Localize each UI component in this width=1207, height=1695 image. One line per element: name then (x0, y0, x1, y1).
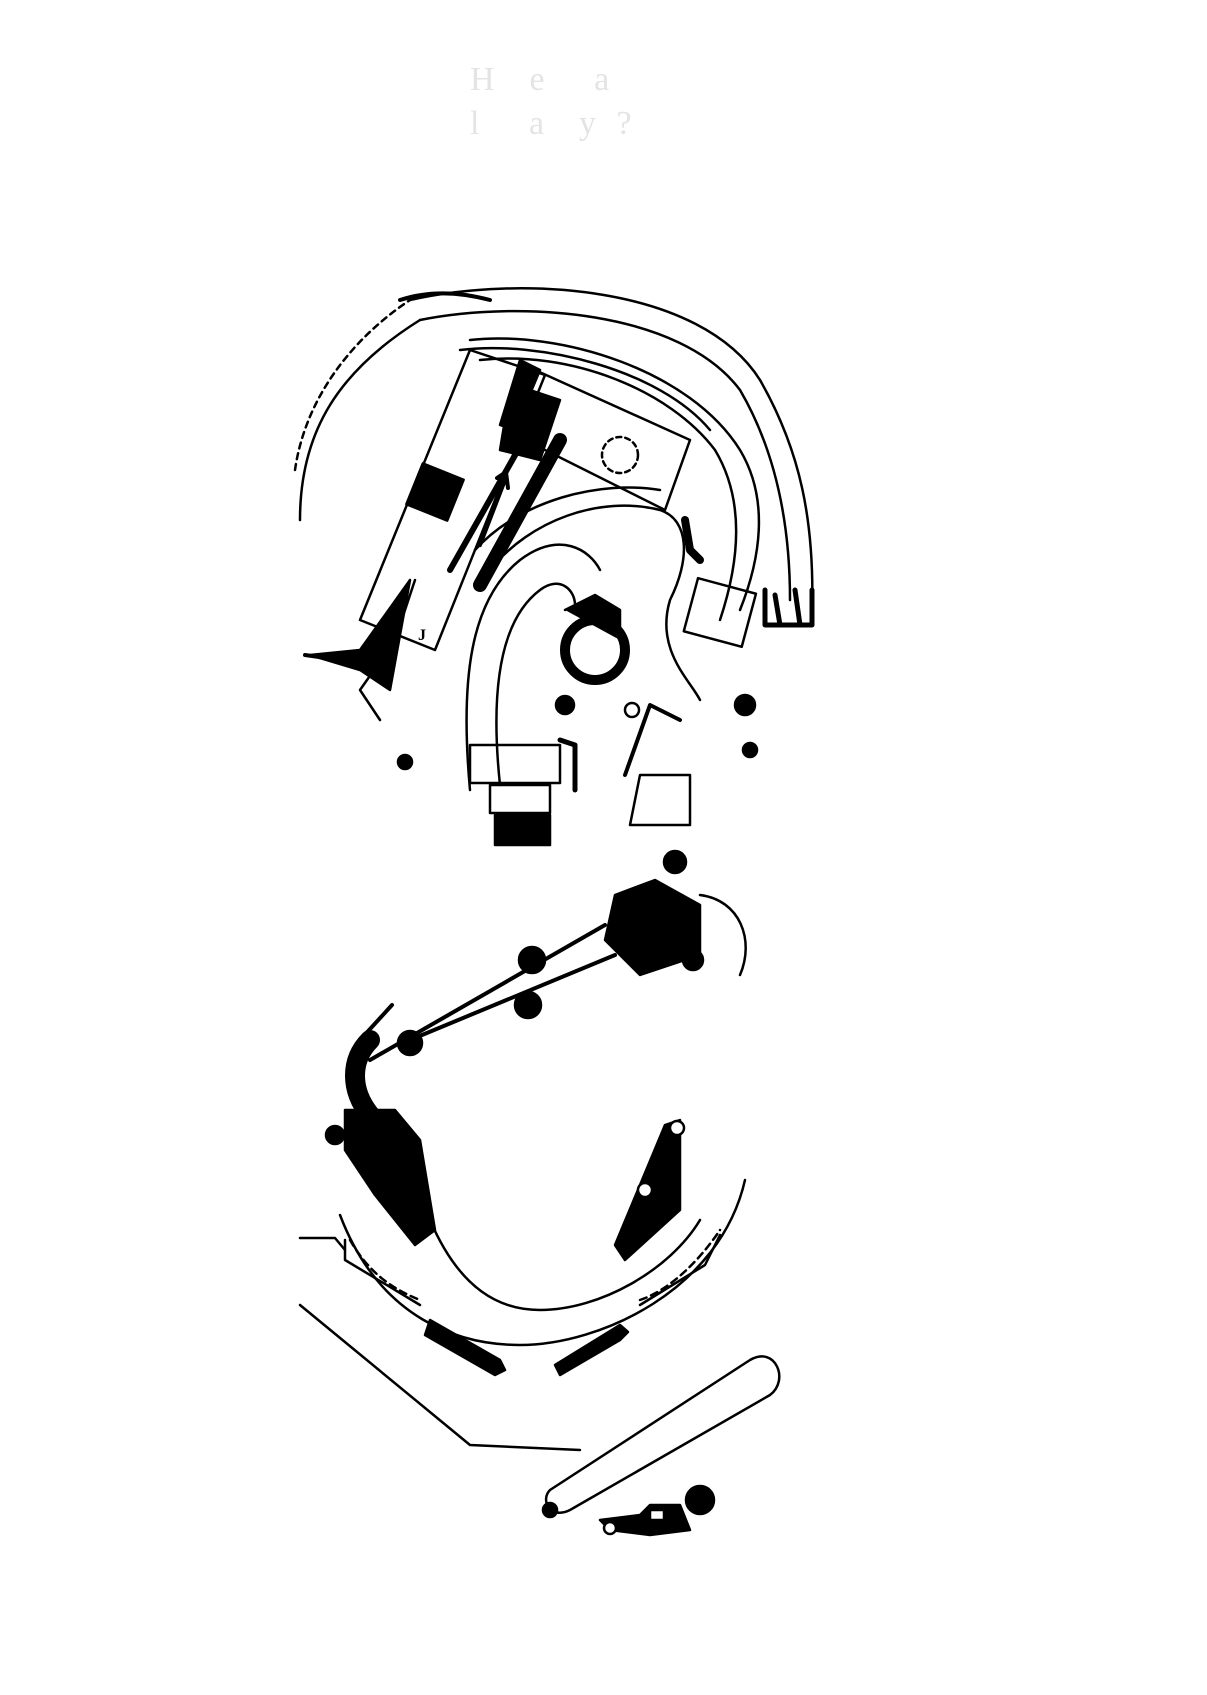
plunger-slot (648, 1508, 666, 1522)
right-kicker (762, 587, 815, 628)
center-right-post (662, 849, 688, 875)
inner-orbit-3 (458, 346, 712, 432)
center-ramp-rail-2 (473, 486, 662, 552)
right-mid-post (733, 693, 757, 717)
center-bumper-housing (563, 593, 622, 642)
plunger-lane (544, 1355, 781, 1514)
right-kicker-teeth (772, 587, 803, 628)
center-ramp-inner (495, 582, 577, 787)
ramp-exit-block (493, 813, 552, 847)
mid-post-right (681, 948, 705, 972)
bottom-bowl-inner (428, 1218, 702, 1312)
center-right-guide (623, 703, 682, 777)
lower-left-block (343, 1108, 437, 1247)
plunger-lane-post (541, 1501, 559, 1519)
right-slingshot-ring (668, 1119, 686, 1137)
outer-orbit-rail-inner (418, 309, 792, 602)
left-outlane-wall (298, 1303, 582, 1452)
s-rail-bumper-2 (513, 990, 543, 1020)
right-flipper (553, 1323, 630, 1377)
left-spike-rail (303, 653, 377, 667)
lower-left-ring (375, 1150, 395, 1170)
right-mid-post-2 (741, 741, 759, 759)
ramp-exit-plunger (488, 783, 552, 815)
bottom-bowl-edge-right (638, 1233, 722, 1307)
center-ramp-outer (465, 543, 602, 792)
ramp-exit-side (557, 737, 578, 793)
bottom-bowl-edge-left (343, 1238, 422, 1307)
inner-orbit-2 (478, 357, 738, 622)
orbit-left-arc (298, 318, 422, 522)
s-rail-bumper-3 (396, 1029, 424, 1057)
orbit-left-arc-outer (293, 298, 412, 472)
left-outlane-top (298, 1236, 347, 1252)
bottom-bowl-rail (348, 1238, 422, 1302)
lower-left-post (324, 1124, 346, 1146)
lane-letter: J (418, 627, 426, 644)
left-lower-post (396, 753, 414, 771)
faded-heading: H e a l a y ? (470, 58, 730, 146)
top-wire-guide (398, 291, 492, 302)
center-arrow-icon (478, 470, 510, 547)
left-flipper (423, 1318, 507, 1377)
ramp-exit-box (468, 743, 562, 785)
right-upper-box (682, 576, 758, 649)
faded-heading-line-1: H e a (470, 61, 616, 98)
left-spike (308, 578, 412, 692)
s-rail-bumper-1 (517, 945, 547, 975)
center-ramp-left (447, 417, 538, 573)
mid-spinner (698, 893, 747, 977)
s-rail-lower (408, 953, 617, 1042)
inner-orbit (468, 337, 761, 612)
bottom-bowl-rail-right (638, 1228, 722, 1302)
center-right-box (628, 773, 692, 827)
upper-left-target (405, 462, 465, 522)
plunger-knob (602, 1520, 618, 1536)
right-lane-guide (681, 516, 704, 564)
center-small-post-2 (623, 701, 641, 719)
top-saucer-ring (600, 435, 640, 475)
s-rail-tail (358, 1003, 394, 1042)
center-ramp-right (473, 433, 567, 592)
faded-heading-line-2: l a y ? (470, 105, 638, 142)
center-small-post (554, 694, 576, 716)
bottom-bowl-outer (338, 1178, 747, 1347)
center-target-block (498, 383, 562, 462)
center-ramp-rail (488, 504, 702, 702)
outer-orbit-rail (408, 287, 814, 617)
launch-bumper (684, 1484, 716, 1516)
right-slingshot-dot (636, 1181, 654, 1199)
s-rail-turn (345, 1030, 380, 1125)
